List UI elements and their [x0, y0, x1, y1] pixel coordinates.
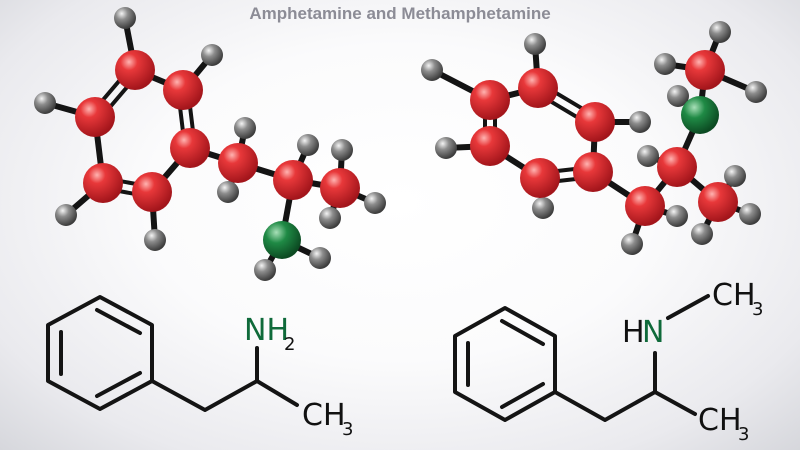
amphetamine-carbon-atom — [163, 70, 203, 110]
amphetamine-hydrogen-atom — [319, 207, 341, 229]
methamphetamine-carbon-atom — [698, 182, 738, 222]
methamphetamine-nitrogen-atom — [681, 96, 719, 134]
amphetamine-hydrogen-atom — [234, 117, 256, 139]
methamphetamine-carbon-atom — [657, 147, 697, 187]
methamphetamine-hydrogen-atom — [435, 137, 457, 159]
amphetamine-carbon-atom — [320, 168, 360, 208]
amphetamine-hydrogen-atom — [254, 259, 276, 281]
diagram-title: Amphetamine and Methamphetamine — [249, 4, 551, 23]
amphetamine-amine-label: NH 2 — [244, 313, 295, 355]
methamphetamine-carbon-atom — [685, 50, 725, 90]
svg-text:3: 3 — [738, 424, 749, 445]
amphetamine-ring-double-bond — [95, 308, 142, 335]
methamphetamine-hydrogen-atom — [621, 233, 643, 255]
svg-text:3: 3 — [752, 299, 763, 320]
methamphetamine-carbon-atom — [470, 126, 510, 166]
amphetamine-methyl-bond — [255, 379, 299, 407]
amphetamine-hydrogen-atom — [34, 92, 56, 114]
methamphetamine-hydrogen-atom — [524, 33, 546, 55]
methamphetamine-ball-model — [421, 21, 767, 255]
amphetamine-side-chain — [150, 346, 259, 412]
methamphetamine-carbon-atom — [520, 158, 560, 198]
amphetamine-benzene-ring — [46, 295, 154, 411]
methamphetamine-methyl-bond — [653, 390, 697, 416]
methamphetamine-side-chain — [553, 351, 657, 422]
svg-text:N: N — [642, 315, 664, 350]
amphetamine-hydrogen-atom — [331, 139, 353, 161]
methamphetamine-methyl-label: CH 3 — [698, 403, 749, 445]
methamphetamine-hydrogen-atom — [739, 203, 761, 225]
amphetamine-carbon-atom — [75, 97, 115, 137]
svg-text:2: 2 — [284, 334, 295, 355]
methamphetamine-hydrogen-atom — [745, 81, 767, 103]
amphetamine-methyl-label: CH 3 — [302, 398, 353, 440]
methamphetamine-carbon-atom — [625, 186, 665, 226]
methamphetamine-skeletal-formula — [453, 294, 710, 422]
amphetamine-nitrogen-atom — [263, 221, 301, 259]
svg-text:H: H — [622, 315, 645, 350]
svg-text:3: 3 — [342, 419, 353, 440]
methamphetamine-hydrogen-atom — [666, 205, 688, 227]
amphetamine-hydrogen-atom — [364, 192, 386, 214]
amphetamine-hydrogen-atom — [55, 204, 77, 226]
methamphetamine-hydrogen-atom — [654, 53, 676, 75]
amphetamine-hydrogen-atom — [297, 134, 319, 156]
amphetamine-hydrogen-atom — [217, 181, 239, 203]
amphetamine-hydrogen-atom — [309, 247, 331, 269]
methamphetamine-ring-double-bond — [500, 382, 545, 409]
amphetamine-carbon-atom — [132, 172, 172, 212]
amphetamine-carbon-atom — [218, 143, 258, 183]
methamphetamine-ring-double-bond — [500, 319, 545, 346]
methamphetamine-n-methyl-bond — [666, 294, 710, 320]
svg-text:NH: NH — [244, 313, 289, 348]
methamphetamine-carbon-atom — [575, 102, 615, 142]
methamphetamine-carbon-atom — [573, 152, 613, 192]
amphetamine-skeletal-formula — [46, 295, 299, 412]
amphetamine-hydrogen-atom — [201, 44, 223, 66]
methamphetamine-n-methyl-label: CH 3 — [712, 278, 763, 320]
amphetamine-hydrogen-atom — [114, 7, 136, 29]
amphetamine-ring-double-bond — [95, 371, 142, 398]
methamphetamine-hydrogen-atom — [629, 111, 651, 133]
methamphetamine-hydrogen-atom — [709, 21, 731, 43]
svg-text:CH: CH — [712, 278, 756, 313]
methamphetamine-hydrogen-atom — [421, 59, 443, 81]
methamphetamine-carbon-atom — [518, 68, 558, 108]
methamphetamine-hydrogen-atom — [691, 223, 713, 245]
methamphetamine-hydrogen-atom — [637, 145, 659, 167]
amphetamine-carbon-atom — [115, 50, 155, 90]
methamphetamine-hydrogen-atom — [724, 165, 746, 187]
methamphetamine-nh-label: H N — [622, 315, 664, 350]
amphetamine-carbon-atom — [83, 163, 123, 203]
amphetamine-carbon-atom — [170, 128, 210, 168]
methamphetamine-carbon-atom — [470, 80, 510, 120]
amphetamine-ball-model — [34, 7, 386, 281]
svg-text:CH: CH — [302, 398, 346, 433]
svg-text:CH: CH — [698, 403, 742, 438]
methamphetamine-benzene-ring — [453, 306, 557, 422]
methamphetamine-hydrogen-atom — [667, 85, 689, 107]
methamphetamine-hydrogen-atom — [532, 197, 554, 219]
amphetamine-carbon-atom — [273, 160, 313, 200]
amphetamine-hydrogen-atom — [144, 229, 166, 251]
